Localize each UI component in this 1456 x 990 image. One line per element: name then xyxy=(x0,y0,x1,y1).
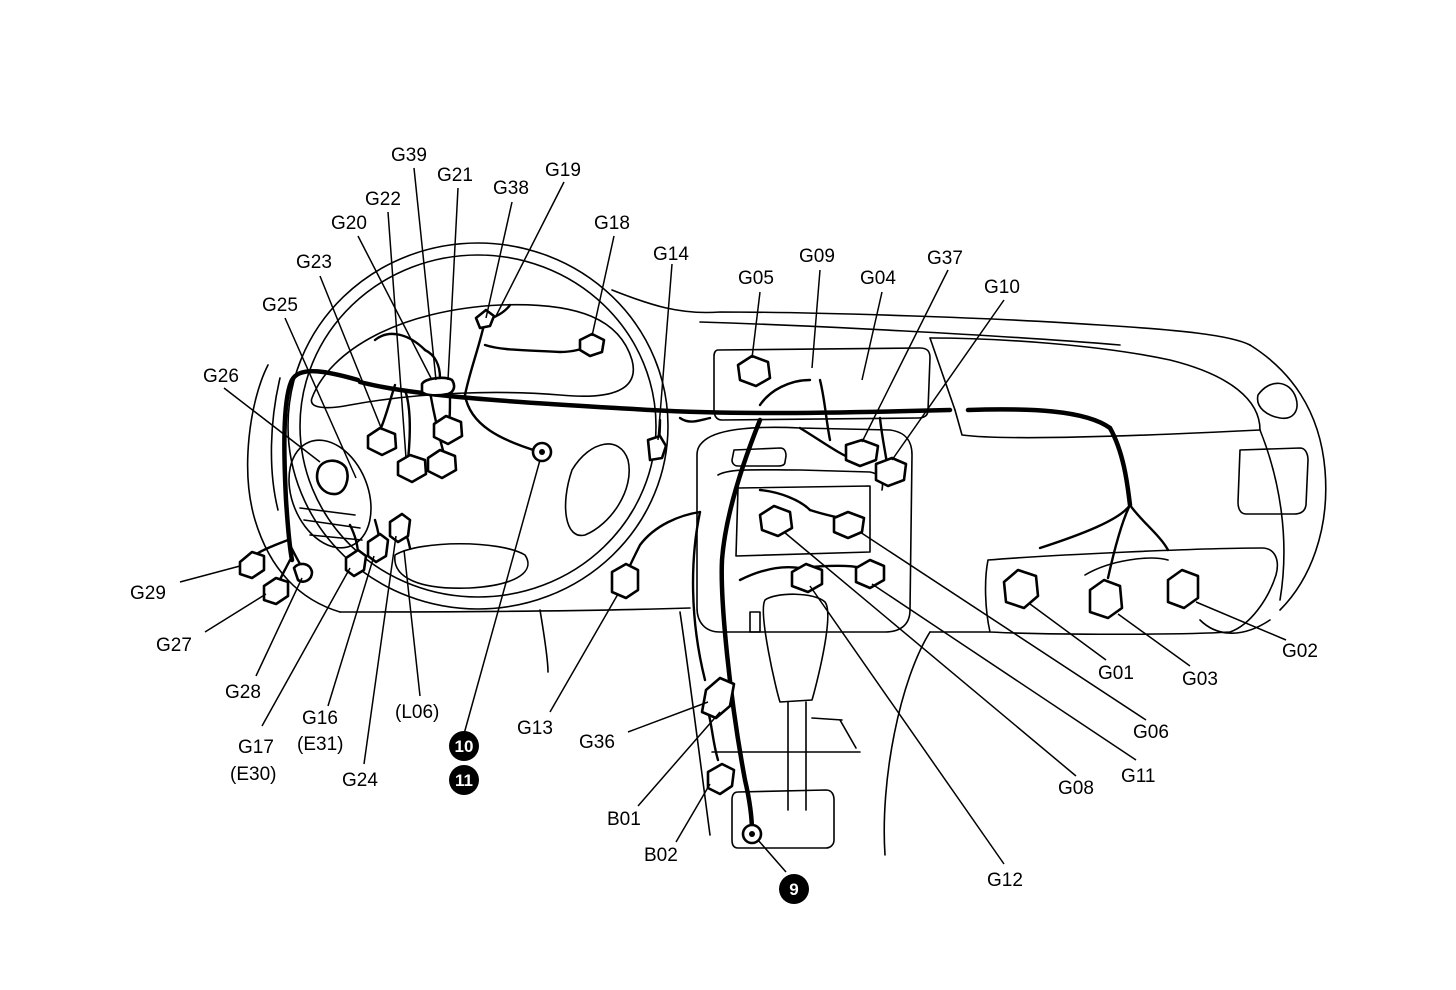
callout-labels: G39 G21 G38 G19 G22 G20 G23 G18 G14 G05 … xyxy=(130,145,1318,891)
label-G21: G21 xyxy=(437,165,473,186)
label-G37: G37 xyxy=(927,248,963,269)
label-G17: G17 xyxy=(238,737,274,758)
label-G20: G20 xyxy=(331,213,367,234)
label-G26: G26 xyxy=(203,366,239,387)
label-G02: G02 xyxy=(1282,641,1318,662)
label-G06: G06 xyxy=(1133,722,1169,743)
ground-number-10: 10 xyxy=(455,737,474,756)
label-L06: (L06) xyxy=(395,702,439,723)
label-G19: G19 xyxy=(545,160,581,181)
label-G22: G22 xyxy=(365,189,401,210)
label-E31: (E31) xyxy=(297,734,343,755)
label-G28: G28 xyxy=(225,682,261,703)
label-G01: G01 xyxy=(1098,663,1134,684)
ground-badge-10: 10 xyxy=(449,731,479,761)
label-G18: G18 xyxy=(594,213,630,234)
ground-number-11: 11 xyxy=(455,771,473,790)
label-G25: G25 xyxy=(262,295,298,316)
label-B02: B02 xyxy=(644,845,678,866)
label-G10: G10 xyxy=(984,277,1020,298)
connectors xyxy=(238,308,1200,845)
steering-wheel xyxy=(287,242,669,610)
label-E30: (E30) xyxy=(230,764,276,785)
label-G08: G08 xyxy=(1058,778,1094,799)
label-G29: G29 xyxy=(130,583,166,604)
label-G05: G05 xyxy=(738,268,774,289)
label-G39: G39 xyxy=(391,145,427,166)
dashboard-outline xyxy=(246,289,1327,856)
label-G14: G14 xyxy=(653,244,689,265)
label-G11: G11 xyxy=(1121,766,1156,787)
label-G03: G03 xyxy=(1182,669,1218,690)
ground-badge-11: 11 xyxy=(449,765,479,795)
ground-point-badges: 10 11 9 xyxy=(449,731,809,904)
leader-lines xyxy=(179,167,1287,873)
label-G27: G27 xyxy=(156,635,192,656)
ground-number-9: 9 xyxy=(789,880,798,899)
label-G23: G23 xyxy=(296,252,332,273)
label-G16: G16 xyxy=(302,708,338,729)
label-B01: B01 xyxy=(607,809,641,830)
label-G36: G36 xyxy=(579,732,615,753)
label-G12: G12 xyxy=(987,870,1023,891)
label-G38: G38 xyxy=(493,178,529,199)
ground-badge-9: 9 xyxy=(779,874,809,904)
label-G09: G09 xyxy=(799,246,835,267)
label-G24: G24 xyxy=(342,770,378,791)
label-G04: G04 xyxy=(860,268,896,289)
label-G13: G13 xyxy=(517,718,553,739)
